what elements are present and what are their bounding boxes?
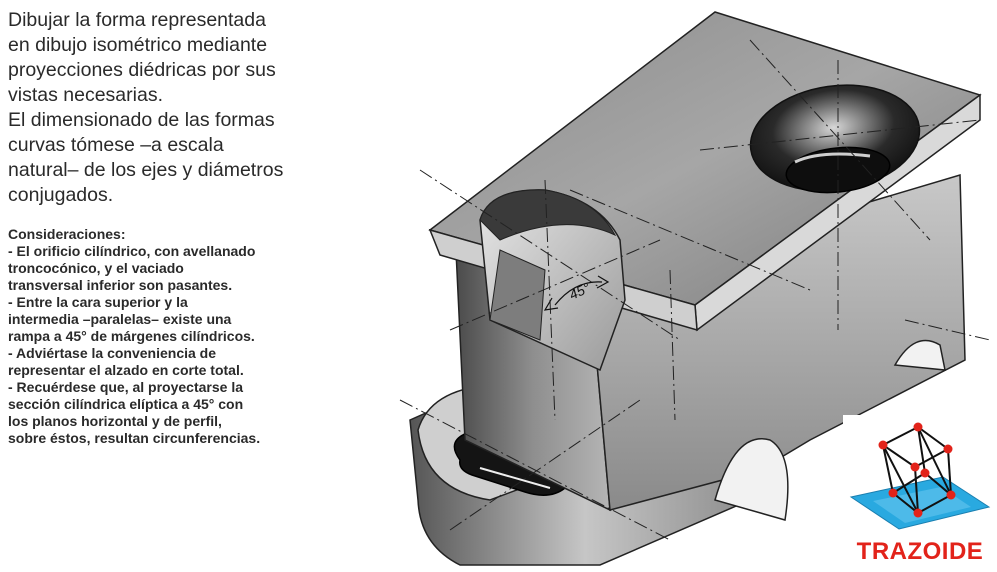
trazoide-logo: TRAZOIDE	[843, 415, 997, 572]
considerations-heading: Consideraciones:	[8, 226, 126, 242]
isometric-part-drawing: 45°	[340, 0, 997, 572]
wireframe-cube-on-plane-icon	[849, 422, 991, 530]
exercise-statement: Dibujar la forma representada en dibujo …	[8, 9, 284, 206]
instructions-panel: Dibujar la forma representada en dibujo …	[8, 8, 338, 447]
transverse-arch	[714, 438, 789, 521]
logo-brand-text: TRAZOIDE	[856, 538, 984, 565]
considerations-list: - El orificio cilíndrico, con avellanado…	[8, 243, 261, 446]
